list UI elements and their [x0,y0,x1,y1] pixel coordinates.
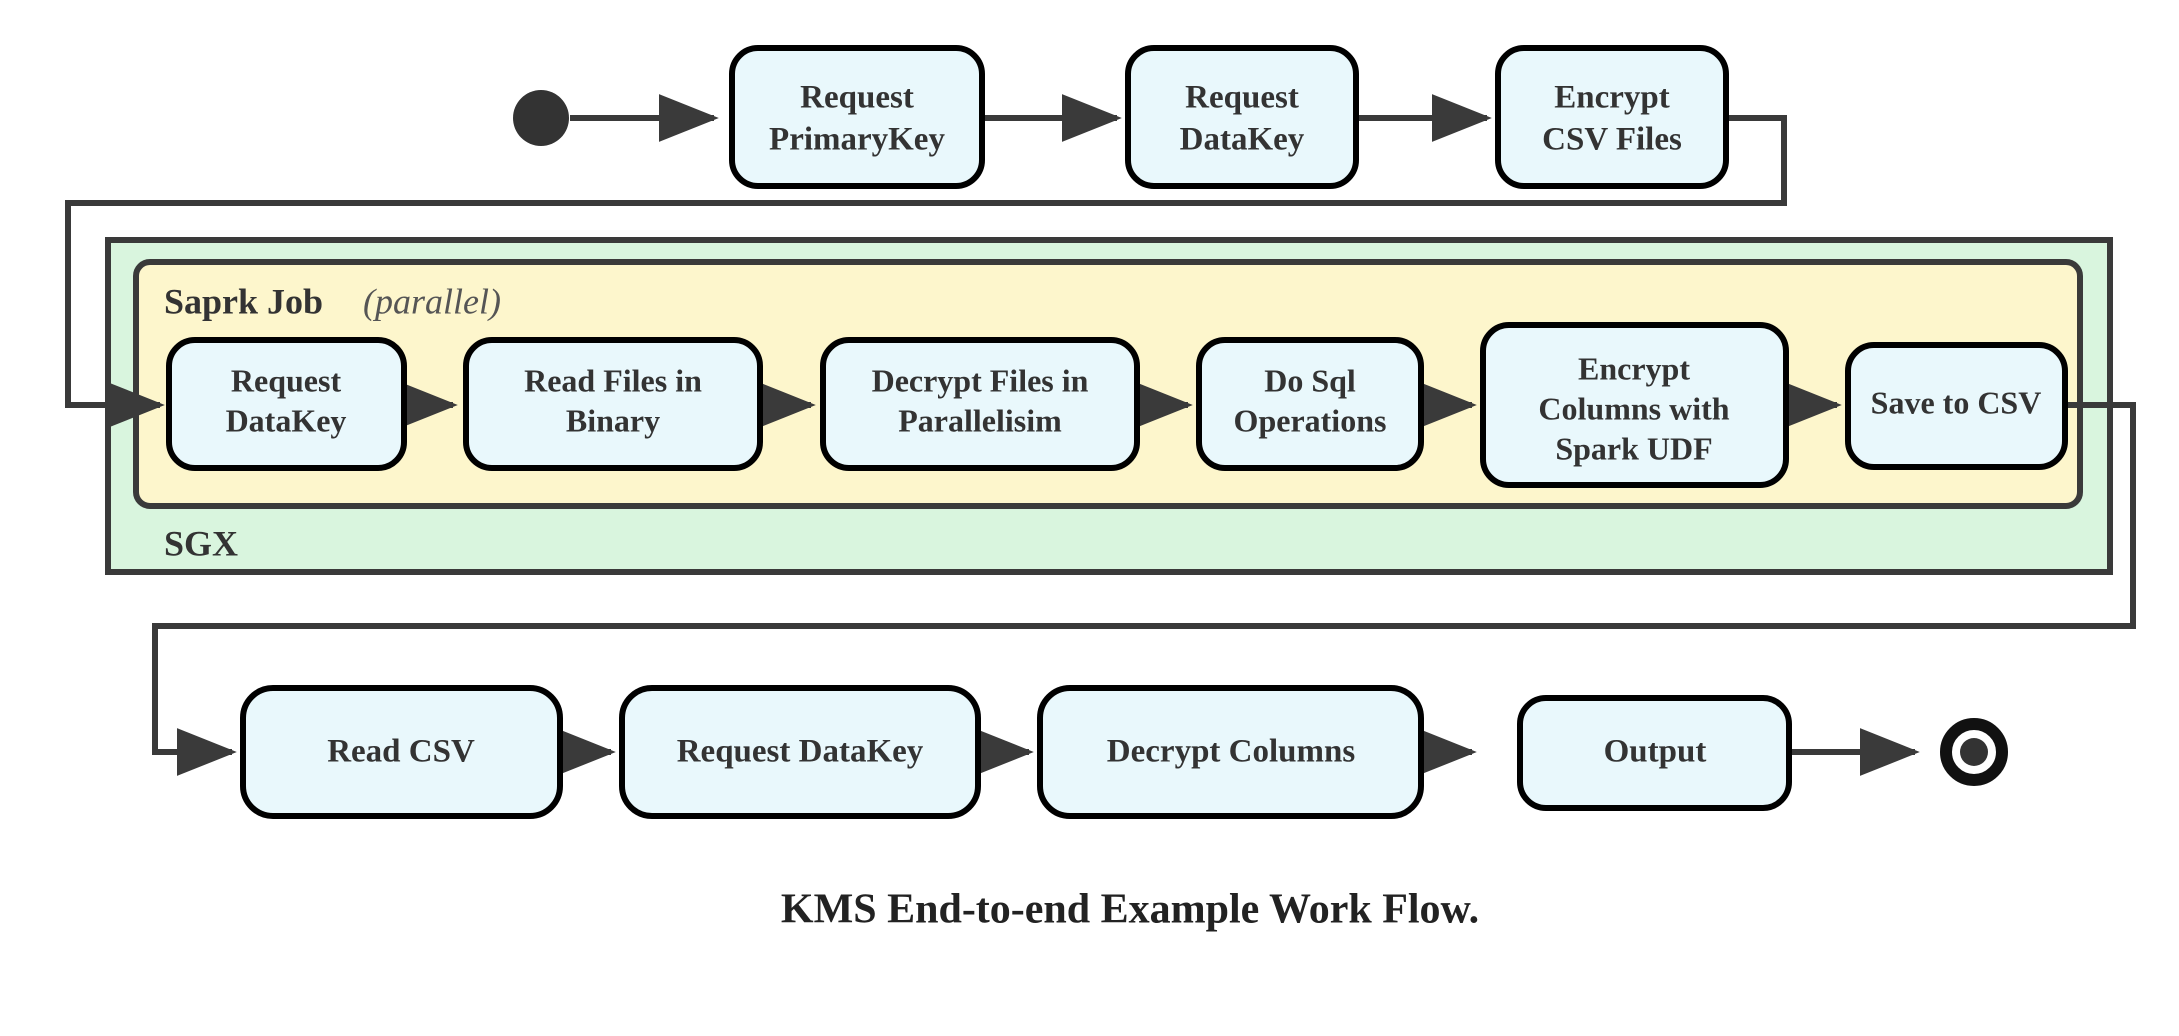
node-do-sql-operations-line-1: Operations [1234,402,1387,438]
node-decrypt-files-line-1: Parallelisim [898,402,1062,438]
node-encrypt-csv-files[interactable]: Encrypt CSV Files [1495,45,1729,189]
node-decrypt-files-in-parallelisim[interactable]: Decrypt Files in Parallelisim [820,337,1140,471]
node-request-datakey-top[interactable]: Request DataKey [1125,45,1359,189]
node-request-datakey-top-line-1: DataKey [1180,122,1305,158]
node-request-datakey-spark-line-0: Request [231,362,342,398]
node-read-csv[interactable]: Read CSV [240,685,563,819]
node-decrypt-columns-line-0: Decrypt Columns [1107,734,1356,770]
node-read-files-in-binary[interactable]: Read Files in Binary [463,337,763,471]
node-encrypt-csv-files-box[interactable] [1495,45,1729,189]
node-decrypt-files-line-0: Decrypt Files in [872,362,1089,398]
node-read-csv-box[interactable] [240,685,563,819]
node-request-datakey-spark-box[interactable] [166,337,407,471]
spark-job-label: Saprk Job [164,281,323,321]
node-do-sql-operations[interactable]: Do Sql Operations [1196,337,1424,471]
node-request-primarykey-box[interactable] [729,45,985,189]
node-encrypt-columns-line-0: Encrypt [1578,350,1690,386]
node-save-to-csv-line-0: Save to CSV [1871,384,2042,420]
node-output[interactable]: Output [1517,695,1792,811]
edge-save-to-csv-to-read-csv [152,402,2136,776]
node-encrypt-csv-files-line-1: CSV Files [1542,122,1682,158]
node-decrypt-columns-box[interactable] [1037,685,1424,819]
node-request-datakey-spark-line-1: DataKey [226,402,347,438]
figure-caption: KMS End-to-end Example Work Flow. [781,887,1479,933]
node-request-primarykey[interactable]: Request PrimaryKey [729,45,985,189]
sgx-label: SGX [164,523,238,563]
node-request-datakey-top-line-0: Request [1185,80,1299,116]
node-read-files-in-binary-box[interactable] [463,337,763,471]
node-request-datakey-spark[interactable]: Request DataKey [166,337,407,471]
spark-job-qualifier: (parallel) [363,281,501,321]
node-encrypt-columns-line-1: Columns with [1538,390,1729,426]
node-request-primarykey-line-1: PrimaryKey [769,122,945,158]
edge-encrypt-csv-files-to-request-datakey-spark [65,115,1787,429]
node-request-datakey-bottom[interactable]: Request DataKey [619,685,981,819]
node-encrypt-csv-files-line-0: Encrypt [1554,80,1670,116]
node-request-datakey-bottom-line-0: Request DataKey [677,734,924,770]
node-read-files-in-binary-line-0: Read Files in [524,362,702,398]
end-state-dot [1960,738,1988,766]
node-save-to-csv[interactable]: Save to CSV [1845,342,2068,470]
node-do-sql-operations-box[interactable] [1196,337,1424,471]
start-state-circle [513,90,569,146]
node-request-primarykey-line-0: Request [800,80,914,116]
node-read-files-in-binary-line-1: Binary [566,402,660,438]
node-save-to-csv-box[interactable] [1845,342,2068,470]
node-decrypt-files-in-parallelisim-box[interactable] [820,337,1140,471]
node-decrypt-columns[interactable]: Decrypt Columns [1037,685,1424,819]
node-encrypt-columns-with-spark-udf[interactable]: Encrypt Columns with Spark UDF [1480,322,1789,488]
node-read-csv-line-0: Read CSV [327,734,475,770]
node-do-sql-operations-line-0: Do Sql [1264,362,1356,398]
node-request-datakey-top-box[interactable] [1125,45,1359,189]
node-encrypt-columns-line-2: Spark UDF [1555,430,1712,466]
node-encrypt-columns-with-spark-udf-box[interactable] [1480,322,1789,488]
node-output-line-0: Output [1604,734,1707,770]
node-output-box[interactable] [1517,695,1792,811]
node-request-datakey-bottom-box[interactable] [619,685,981,819]
